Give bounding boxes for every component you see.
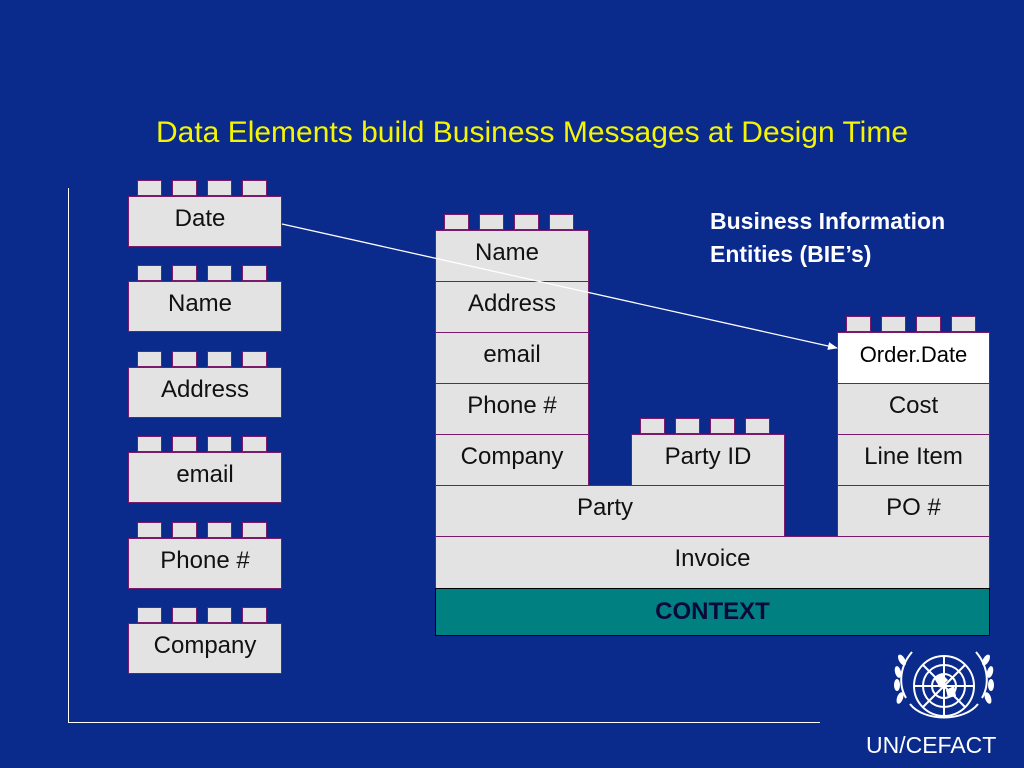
block-stud	[242, 522, 267, 538]
block-stud	[172, 351, 197, 367]
bie-label-line2: Entities (BIE’s)	[710, 241, 872, 267]
party-id-block: Party ID	[631, 434, 785, 486]
block-stud	[549, 214, 574, 230]
data-element-block: email	[128, 452, 282, 503]
block-stud	[207, 522, 232, 538]
block-stud	[137, 607, 162, 623]
block-stud	[207, 351, 232, 367]
order-date-block: Order.Date	[837, 332, 990, 384]
data-element-block: Address	[128, 367, 282, 418]
block-stud	[172, 265, 197, 281]
block-stud	[137, 351, 162, 367]
block-stud	[710, 418, 735, 434]
block-stud	[207, 180, 232, 196]
bie-label: Business Information Entities (BIE’s)	[710, 205, 945, 271]
block-stud	[745, 418, 770, 434]
block-stud	[242, 436, 267, 452]
block-stud	[242, 265, 267, 281]
block-stud	[444, 214, 469, 230]
party-phone-block: Phone #	[435, 383, 589, 435]
block-stud	[242, 351, 267, 367]
block-stud	[172, 607, 197, 623]
footer-org-label: UN/CEFACT	[866, 732, 997, 758]
block-stud	[916, 316, 941, 332]
data-element-block: Date	[128, 196, 282, 247]
data-element-block: Name	[128, 281, 282, 332]
block-stud	[172, 436, 197, 452]
order-line-item-block: Line Item	[837, 434, 990, 486]
data-element-block: Phone #	[128, 538, 282, 589]
block-stud	[881, 316, 906, 332]
block-stud	[514, 214, 539, 230]
party-email-block: email	[435, 332, 589, 384]
block-stud	[951, 316, 976, 332]
block-stud	[207, 265, 232, 281]
party-block: Party	[435, 485, 785, 537]
order-cost-block: Cost	[837, 383, 990, 435]
party-address-block: Address	[435, 281, 589, 333]
un-emblem-icon	[894, 651, 994, 719]
block-stud	[207, 436, 232, 452]
block-stud	[479, 214, 504, 230]
party-name-block: Name	[435, 230, 589, 282]
block-stud	[242, 607, 267, 623]
invoice-block: Invoice	[435, 536, 990, 589]
slide-title: Data Elements build Business Messages at…	[155, 116, 909, 149]
vertical-axis-line	[68, 188, 69, 722]
order-po-block: PO #	[837, 485, 990, 537]
block-stud	[640, 418, 665, 434]
block-stud	[207, 607, 232, 623]
horizontal-axis-line	[68, 722, 820, 723]
bie-label-line1: Business Information	[710, 208, 946, 234]
block-stud	[675, 418, 700, 434]
block-stud	[137, 265, 162, 281]
data-element-block: Company	[128, 623, 282, 674]
context-bar: CONTEXT	[435, 588, 990, 636]
block-stud	[137, 522, 162, 538]
block-stud	[242, 180, 267, 196]
block-stud	[172, 180, 197, 196]
block-stud	[137, 436, 162, 452]
block-stud	[846, 316, 871, 332]
party-company-block: Company	[435, 434, 589, 486]
block-stud	[137, 180, 162, 196]
block-stud	[172, 522, 197, 538]
